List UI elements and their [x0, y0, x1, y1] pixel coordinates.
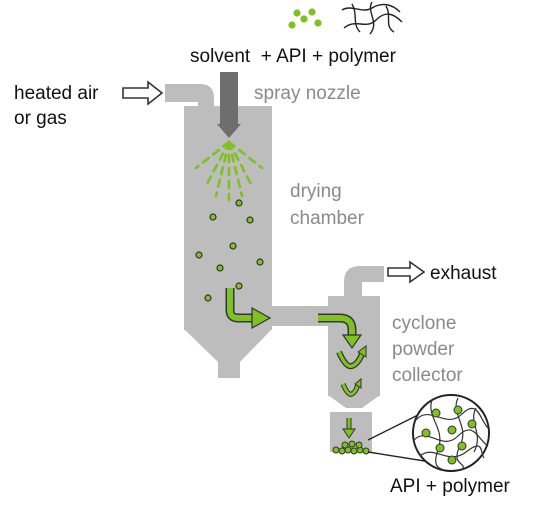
feed-label: solvent + API + polymer: [190, 46, 397, 67]
chamber-label-line1: drying: [290, 181, 342, 202]
cyclone-label-line2: powder: [392, 339, 455, 360]
exhaust-label: exhaust: [430, 263, 497, 284]
spray-cone: [194, 140, 264, 202]
polymer-strands-icon: [341, 1, 403, 35]
green-curved-arrow-icon: [225, 288, 272, 330]
chamber-label-line2: chamber: [290, 208, 365, 229]
spray-nozzle: [217, 72, 241, 138]
nozzle-label: spray nozzle: [254, 83, 361, 104]
inlet-label-line1: heated air: [14, 83, 99, 104]
cyclone-label-line3: collector: [392, 365, 463, 386]
exhaust-arrow-icon: [387, 260, 426, 284]
cyclone-swirl-arrow-small: [340, 377, 362, 397]
inlet-arrow-icon: [122, 80, 164, 106]
magnifier-circle-icon: [412, 394, 490, 472]
cyclone-label-line1: cyclone: [392, 313, 456, 334]
inlet-label-line2: or gas: [14, 108, 67, 129]
green-curved-arrow-icon: [318, 313, 363, 350]
inlet-duct: [165, 84, 214, 112]
cyclone-collector: [328, 266, 384, 452]
drying-particles: [195, 199, 264, 302]
cyclone-swirl-arrow: [336, 345, 367, 370]
down-arrow-icon: [342, 418, 356, 439]
green-dots-icon: [288, 8, 322, 29]
product-label: API + polymer: [390, 476, 511, 497]
collected-powder: [332, 440, 370, 455]
